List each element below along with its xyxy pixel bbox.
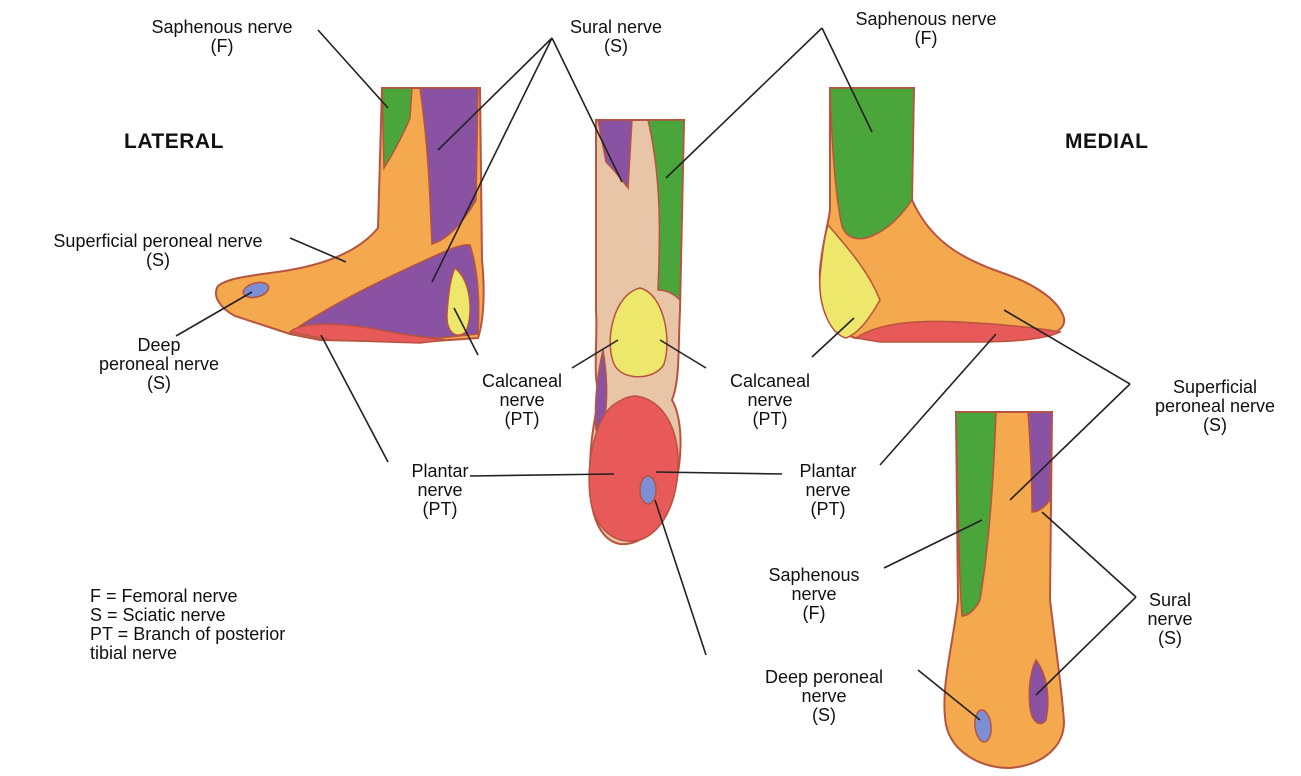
label-line: nerve — [396, 481, 484, 500]
label-line: Superficial peroneal nerve — [8, 232, 308, 251]
posterior-foot — [589, 120, 684, 544]
label-line: Saphenous — [754, 566, 874, 585]
label-line: Saphenous nerve — [122, 18, 322, 37]
label-line: (F) — [122, 37, 322, 56]
label-line: nerve — [784, 481, 872, 500]
label-line: (S) — [1138, 629, 1202, 648]
label-line: Saphenous nerve — [826, 10, 1026, 29]
label-line: (S) — [1132, 416, 1298, 435]
legend-sciatic: S = Sciatic nerve — [90, 606, 285, 625]
label-line: peroneal nerve — [1132, 397, 1298, 416]
label-line: nerve — [468, 391, 576, 410]
label-plantar-left: Plantar nerve (PT) — [396, 462, 484, 519]
legend: F = Femoral nerve S = Sciatic nerve PT =… — [90, 587, 285, 663]
label-calcaneal-right: Calcaneal nerve (PT) — [716, 372, 824, 429]
label-superficial-peroneal-right: Superficial peroneal nerve (S) — [1132, 378, 1298, 435]
label-line: (F) — [826, 29, 1026, 48]
label-saphenous-bottom: Saphenous nerve (F) — [754, 566, 874, 623]
legend-femoral: F = Femoral nerve — [90, 587, 285, 606]
label-line: peroneal nerve — [66, 355, 252, 374]
label-line: Sural — [1138, 591, 1202, 610]
label-line: (S) — [66, 374, 252, 393]
label-line: (PT) — [784, 500, 872, 519]
label-line: (PT) — [468, 410, 576, 429]
label-line: (S) — [742, 706, 906, 725]
legend-posterior-tibial-cont: tibial nerve — [90, 644, 285, 663]
heading-lateral: LATERAL — [124, 130, 224, 154]
label-line: nerve — [742, 687, 906, 706]
label-line: Plantar — [784, 462, 872, 481]
label-calcaneal-left: Calcaneal nerve (PT) — [468, 372, 576, 429]
label-saphenous-top-right: Saphenous nerve (F) — [826, 10, 1026, 48]
label-line: nerve — [754, 585, 874, 604]
label-line: nerve — [716, 391, 824, 410]
medial-foot — [820, 88, 1064, 342]
heading-medial: MEDIAL — [1065, 130, 1149, 154]
label-line: Sural nerve — [548, 18, 684, 37]
label-line: Deep — [66, 336, 252, 355]
legend-posterior-tibial: PT = Branch of posterior — [90, 625, 285, 644]
label-superficial-peroneal-left: Superficial peroneal nerve (S) — [8, 232, 308, 270]
label-line: (PT) — [396, 500, 484, 519]
label-deep-peroneal-bottom: Deep peroneal nerve (S) — [742, 668, 906, 725]
label-line: (S) — [8, 251, 308, 270]
label-line: Deep peroneal — [742, 668, 906, 687]
label-line: (S) — [548, 37, 684, 56]
lateral-foot — [216, 88, 484, 343]
label-saphenous-top-left: Saphenous nerve (F) — [122, 18, 322, 56]
label-line: Calcaneal — [468, 372, 576, 391]
posterior-plantar-zone — [589, 396, 678, 541]
posterior-deep-peroneal-zone — [640, 476, 656, 504]
label-line: Plantar — [396, 462, 484, 481]
label-plantar-right: Plantar nerve (PT) — [784, 462, 872, 519]
label-sural-top: Sural nerve (S) — [548, 18, 684, 56]
label-line: (PT) — [716, 410, 824, 429]
label-line: Superficial — [1132, 378, 1298, 397]
label-sural-bottom: Sural nerve (S) — [1138, 591, 1202, 648]
label-line: (F) — [754, 604, 874, 623]
label-line: Calcaneal — [716, 372, 824, 391]
label-line: nerve — [1138, 610, 1202, 629]
label-deep-peroneal-left: Deep peroneal nerve (S) — [66, 336, 252, 393]
